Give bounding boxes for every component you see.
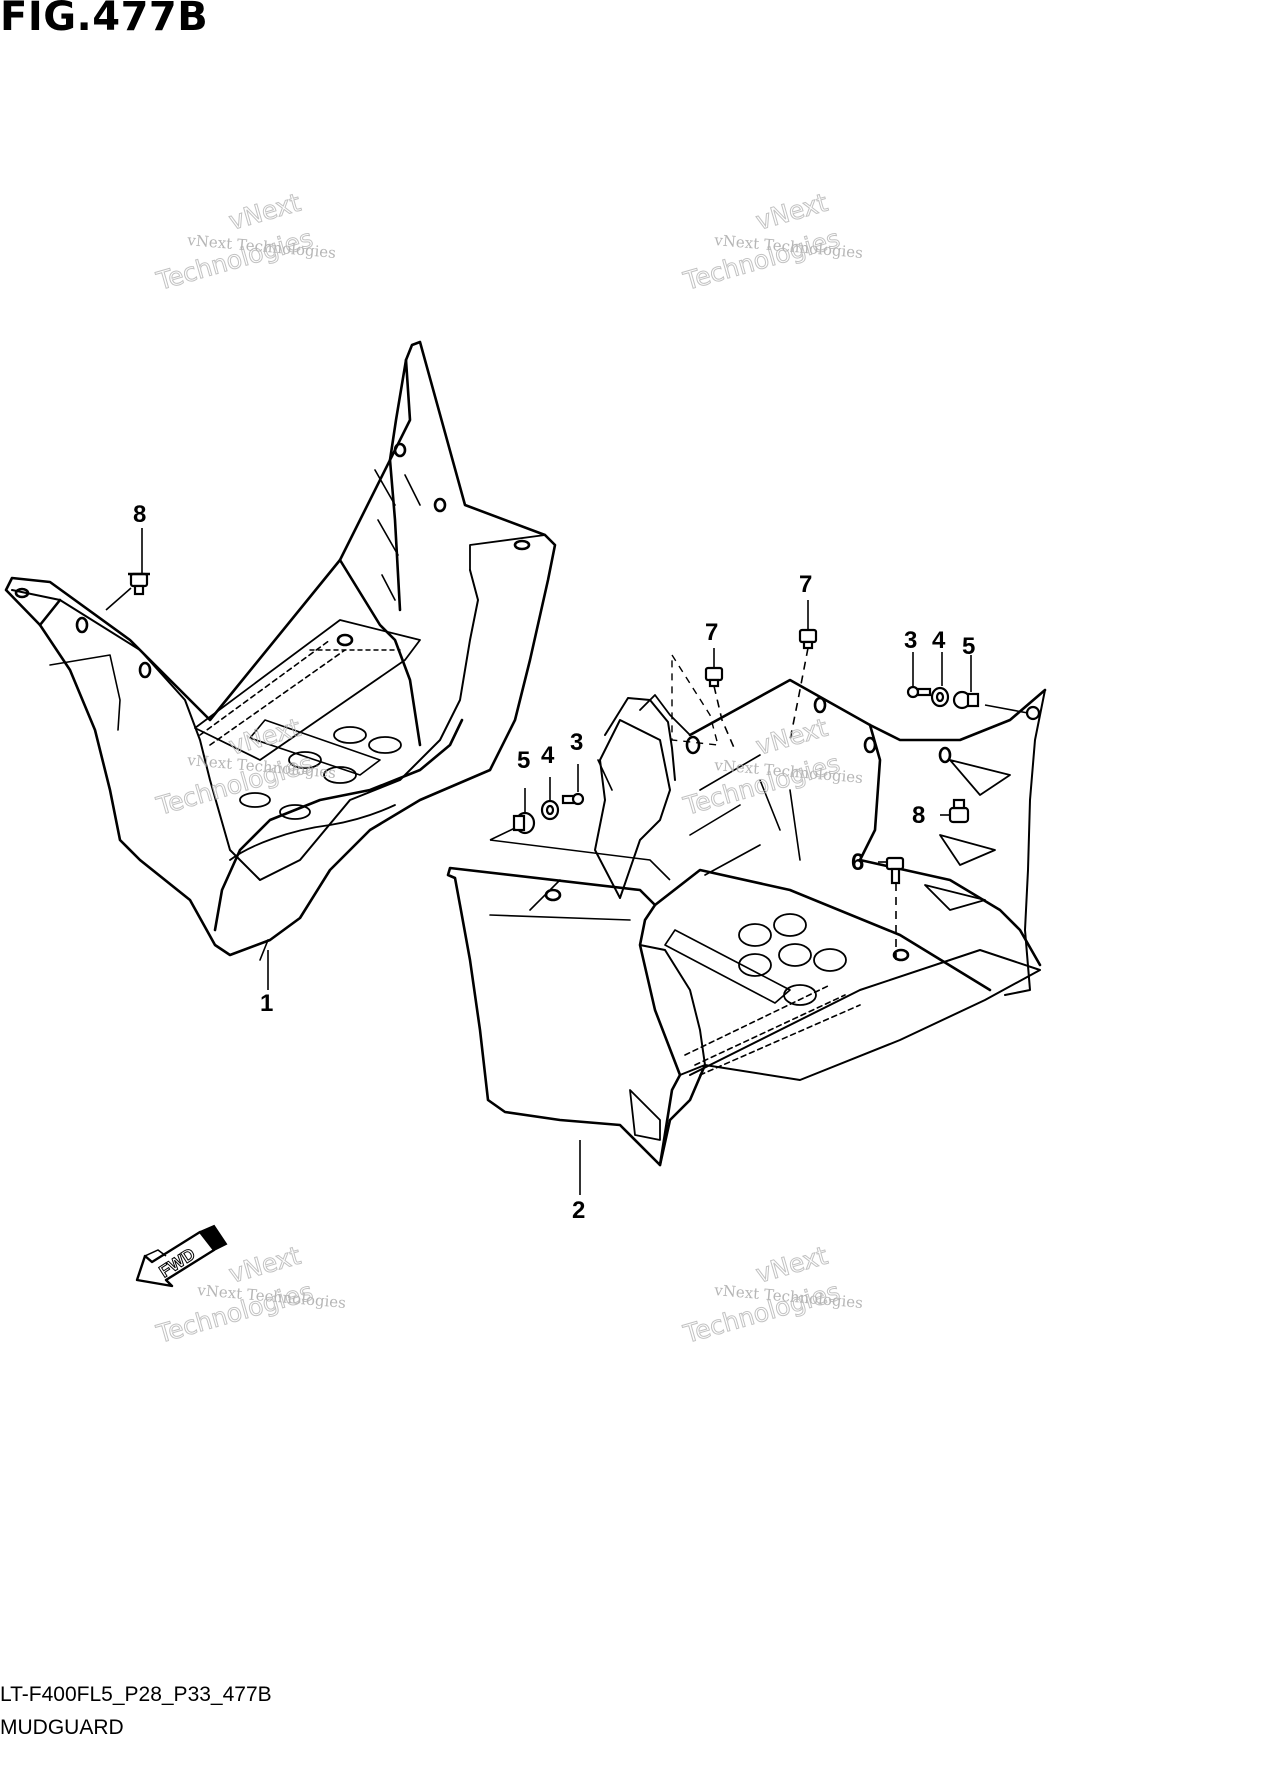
fasteners: [128, 572, 1041, 885]
clip-7-left: [704, 666, 724, 688]
callout-part-8-left: 8: [133, 501, 146, 528]
callout-part-8-right: 8: [912, 802, 925, 829]
bolt-6: [885, 856, 905, 885]
callout-part-5-left: 5: [517, 747, 530, 774]
callout-labels: 8 1 7 7 3 4 5 5 4 3 8 6 2: [133, 501, 975, 1224]
mudguard-right: [446, 678, 1047, 1167]
callout-part-6: 6: [851, 849, 864, 876]
callout-part-7-right: 7: [799, 571, 812, 598]
watermark-top-left: vNext Technologies vNext Technologies: [152, 187, 336, 296]
figure-title: FIG.477B: [0, 0, 209, 40]
callout-part-2: 2: [572, 1197, 585, 1224]
callout-part-7-left: 7: [705, 619, 718, 646]
screw-3-left: [561, 792, 585, 806]
watermark-top-right: vNext Technologies vNext Technologies: [679, 187, 863, 296]
screw-3-right: [906, 685, 932, 699]
nut-5-left: [512, 811, 536, 835]
watermark-mid-right: vNext Technologies vNext Technologies: [679, 712, 863, 821]
callout-part-4-left: 4: [541, 742, 555, 769]
callout-part-4-right: 4: [932, 627, 946, 654]
washer-4-left: [540, 799, 560, 821]
callout-part-5-right: 5: [962, 633, 975, 660]
diagram-name: MUDGUARD: [0, 1716, 124, 1739]
clip-8-right: [948, 798, 970, 824]
fwd-arrow-icon: FWD: [135, 1224, 228, 1288]
callout-part-3-right: 3: [904, 627, 917, 654]
leader-lines: [105, 528, 1029, 1195]
mudguard-left: [4, 340, 557, 961]
watermark-bottom-right: vNext Technologies vNext Technologies: [679, 1240, 863, 1349]
washer-4-right: [930, 686, 950, 708]
callout-part-1: 1: [260, 990, 273, 1017]
clip-right-edge: [1025, 705, 1041, 721]
nut-5-right: [952, 690, 980, 710]
callout-part-3-left: 3: [570, 729, 583, 756]
clip-7-right: [798, 628, 818, 650]
diagram-code: LT-F400FL5_P28_P33_477B: [0, 1683, 272, 1706]
clip-8-left: [128, 572, 150, 596]
